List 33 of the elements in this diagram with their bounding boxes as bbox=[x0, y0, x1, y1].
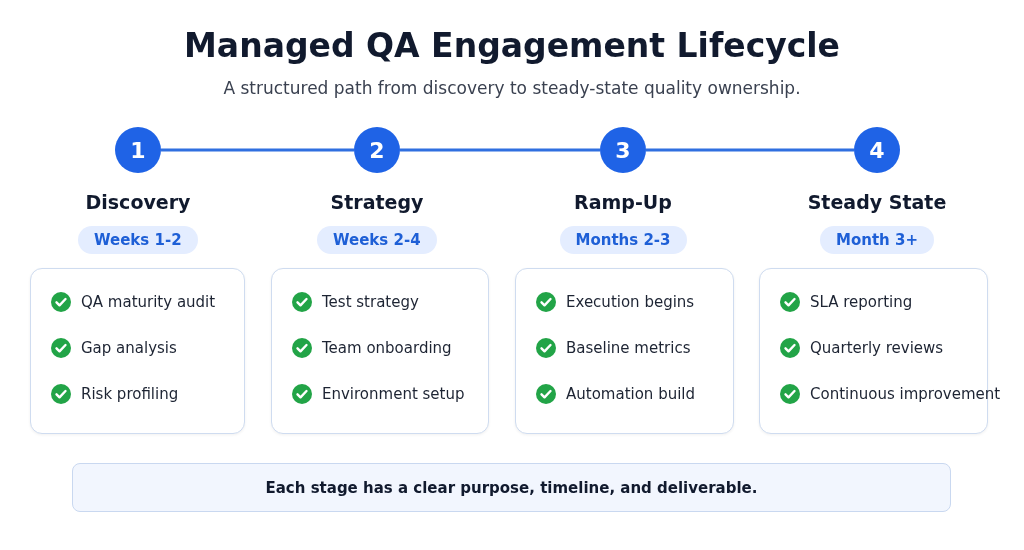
duration-pill: Weeks 2-4 bbox=[317, 226, 437, 254]
list-item: Risk profiling bbox=[81, 385, 179, 403]
list-item: Execution begins bbox=[566, 293, 695, 311]
stage-card bbox=[271, 268, 489, 434]
list-item: Gap analysis bbox=[81, 339, 177, 357]
step-circle: 1 bbox=[115, 127, 161, 173]
title: Managed QA Engagement Lifecycle bbox=[183, 26, 841, 65]
step-circle: 2 bbox=[354, 127, 400, 173]
list-item: Test strategy bbox=[322, 293, 419, 311]
stage-card bbox=[515, 268, 734, 434]
duration-pill: Month 3+ bbox=[820, 226, 934, 254]
list-item: Environment setup bbox=[322, 385, 465, 403]
list-item: SLA reporting bbox=[810, 293, 913, 311]
connector-line bbox=[400, 148, 600, 152]
stage-heading: Steady State bbox=[806, 191, 948, 213]
list-item: Quarterly reviews bbox=[810, 339, 944, 357]
stage-heading: Strategy bbox=[329, 191, 425, 213]
step-circle: 3 bbox=[600, 127, 646, 173]
stage-card bbox=[30, 268, 245, 434]
duration-pill: Months 2-3 bbox=[559, 226, 687, 254]
list-item: Automation build bbox=[566, 385, 696, 403]
stage-heading: Ramp-Up bbox=[573, 191, 673, 213]
list-item: QA maturity audit bbox=[81, 293, 216, 311]
list-item: Baseline metrics bbox=[566, 339, 691, 357]
step-circle: 4 bbox=[854, 127, 900, 173]
connector-line bbox=[646, 148, 854, 152]
connector-line bbox=[161, 148, 354, 152]
list-item: Continuous improvement bbox=[810, 385, 1001, 403]
subtitle: A structured path from discovery to steady-state quality ownership. bbox=[222, 78, 802, 98]
stage-heading: Discovery bbox=[84, 191, 192, 213]
list-item: Team onboarding bbox=[322, 339, 452, 357]
duration-pill: Weeks 1-2 bbox=[78, 226, 198, 254]
summary-banner: Each stage has a clear purpose, timeline, and deliverable. bbox=[72, 463, 951, 512]
